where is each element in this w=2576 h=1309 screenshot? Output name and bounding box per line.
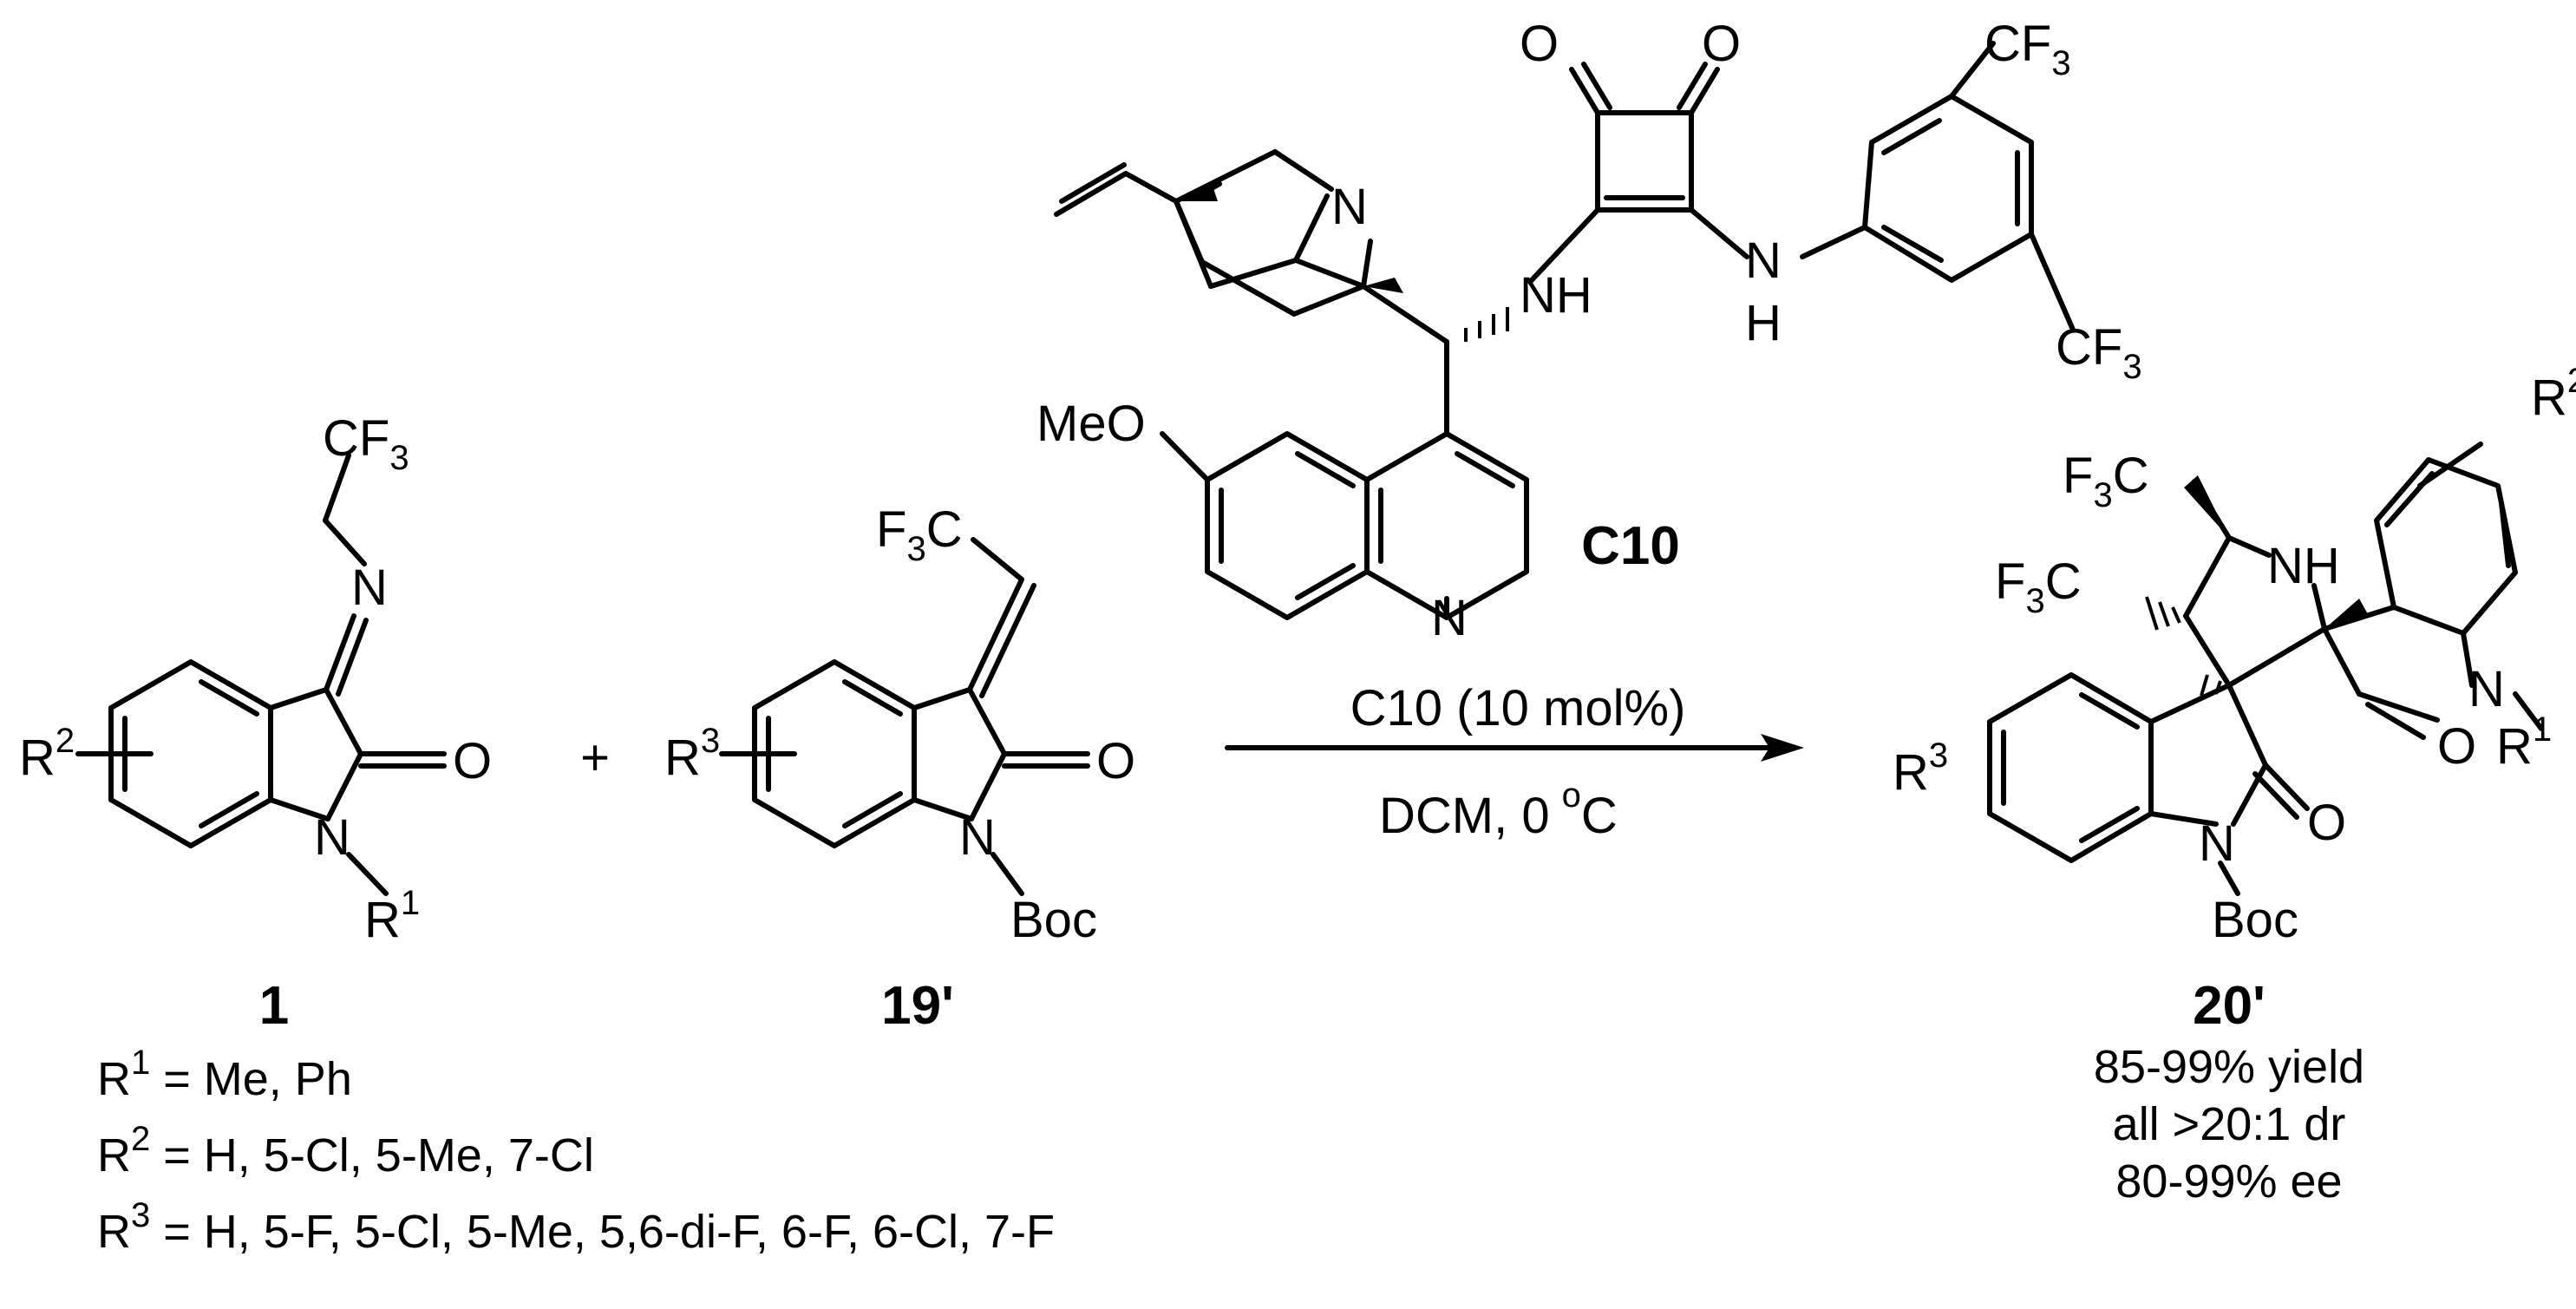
cf3-top: CF3 (1984, 16, 2071, 82)
reaction-arrow (1225, 734, 1804, 762)
upper-carbonyl-oxygen: O (2437, 718, 2476, 775)
squaramide-oxygen-1: O (1520, 16, 1559, 72)
quinoline-nitrogen: N (1431, 590, 1468, 646)
amide-nitrogen: N (314, 809, 350, 866)
carbonyl-oxygen: O (453, 733, 492, 789)
methoxy-group: MeO (1036, 396, 1146, 452)
product-20-label: 20' (2193, 976, 2265, 1036)
pyrrolidine-nh: NH (2267, 538, 2340, 594)
product-20-structure: R2 F3C NH F3C N R1 O R3 O N Boc (1893, 362, 2576, 948)
compound-1-label: 1 (259, 976, 289, 1036)
result-yield: 85-99% yield (2094, 1041, 2364, 1093)
compound-19-structure: F3C O N Boc R3 (664, 501, 1135, 948)
r3-group: R3 (664, 722, 720, 786)
compound-19-label: 19' (881, 976, 954, 1036)
substituent-r3-list: R3 = H, 5-F, 5-Cl, 5-Me, 5,6-di-F, 6-F, … (97, 1196, 1055, 1258)
conditions-catalyst: C10 (10 mol%) (1350, 680, 1686, 736)
result-dr: all >20:1 dr (2113, 1098, 2346, 1150)
f3c-group: F3C (876, 501, 963, 568)
cf3-bottom: CF3 (2056, 319, 2142, 386)
amide-nitrogen: N (959, 809, 996, 866)
f3c-group-1: F3C (2063, 448, 2149, 514)
result-ee: 80-99% ee (2115, 1155, 2342, 1208)
amine-nh: NH (1520, 267, 1592, 324)
imine-nitrogen: N (351, 560, 388, 616)
plus-sign: + (580, 730, 610, 786)
aryl-amine-nitrogen: N (1745, 232, 1782, 289)
r3-group: R3 (1893, 736, 1948, 801)
boc-group: Boc (2212, 892, 2298, 948)
r1-group: R1 (364, 884, 420, 948)
substituent-r2-list: R2 = H, 5-Cl, 5-Me, 7-Cl (97, 1120, 594, 1181)
boc-group: Boc (1010, 892, 1097, 948)
r1-group: R1 (2496, 710, 2552, 775)
carbonyl-oxygen: O (1096, 733, 1135, 789)
lower-amide-nitrogen: N (2199, 815, 2235, 872)
upper-amide-nitrogen: N (2468, 661, 2505, 717)
compound-1-structure: CF3 N O N R2 R1 (19, 410, 492, 948)
f3c-group-2: F3C (1995, 553, 2082, 620)
squaramide-oxygen-2: O (1702, 16, 1741, 72)
lower-carbonyl-oxygen: O (2307, 795, 2346, 851)
r2-group: R2 (19, 722, 75, 786)
quinuclidine-nitrogen: N (1331, 179, 1368, 235)
catalyst-c10-structure: N NH O O N H CF3 CF3 MeO N (1036, 16, 2142, 646)
cf3-group: CF3 (323, 410, 409, 477)
catalyst-c10-label: C10 (1581, 516, 1680, 576)
r2-group: R2 (2531, 362, 2576, 426)
aryl-amine-hydrogen: H (1745, 295, 1782, 351)
substituent-r1-list: R1 = Me, Ph (97, 1044, 352, 1105)
